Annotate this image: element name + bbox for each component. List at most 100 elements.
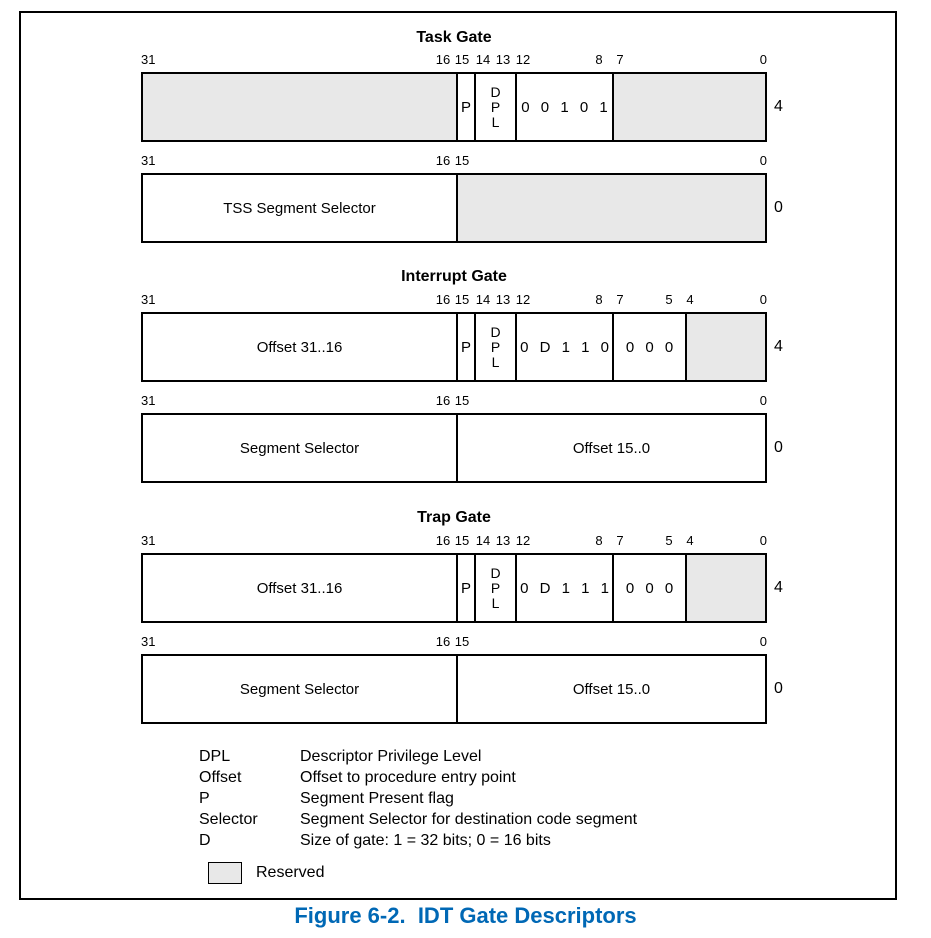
stacked-letter: L xyxy=(491,353,500,370)
reserved-key-label: Reserved xyxy=(256,864,325,881)
bit-field-cell: 0 D 1 1 0 xyxy=(515,314,612,380)
bit-index-label: 14 xyxy=(475,292,491,307)
reserved-field-cell xyxy=(143,74,456,140)
bit-index-label: 15 xyxy=(454,52,470,67)
bit-field-cell: 0 0 0 xyxy=(612,314,685,380)
bit-index-label: 12 xyxy=(515,292,531,307)
legend-row: P Segment Present flag xyxy=(199,788,637,809)
stacked-letter: L xyxy=(491,113,500,130)
bit-index-label: 12 xyxy=(515,52,531,67)
byte-offset-label: 4 xyxy=(774,338,783,355)
gate-title: Interrupt Gate xyxy=(401,268,507,285)
stacked-letter: P xyxy=(490,98,501,115)
bit-field-cell: Offset 15..0 xyxy=(456,656,765,722)
legend-term: D xyxy=(199,832,211,849)
stacked-letter: D xyxy=(490,323,501,340)
bit-index-label: 16 xyxy=(435,52,451,67)
gate-title: Trap Gate xyxy=(417,509,491,526)
legend-term: Selector xyxy=(199,811,258,828)
bit-field-cell: Offset 31..16 xyxy=(256,338,343,356)
bit-index-label: 16 xyxy=(435,533,451,548)
reserved-field-cell xyxy=(685,314,765,380)
bit-field-cell: Segment Selector xyxy=(239,680,360,698)
reserved-swatch xyxy=(208,862,242,884)
bit-index-label: 8 xyxy=(595,52,603,67)
reserved-field-cell xyxy=(456,175,765,241)
bit-field-cell: P xyxy=(456,74,474,140)
bit-index-label: 15 xyxy=(454,393,470,408)
legend-definition: Descriptor Privilege Level xyxy=(300,748,482,765)
legend-row: Selector Segment Selector for destination… xyxy=(199,809,637,830)
bit-index-label: 13 xyxy=(495,292,511,307)
reserved-field-cell xyxy=(685,555,765,621)
legend-term: DPL xyxy=(199,748,231,765)
bit-index-label: 15 xyxy=(454,153,470,168)
figure-caption: Figure 6-2. IDT Gate Descriptors xyxy=(294,903,637,928)
bit-index-label: 5 xyxy=(665,533,673,548)
bit-index-label: 0 xyxy=(759,393,767,408)
bit-field-cell: P xyxy=(456,555,474,621)
bit-index-label: 0 xyxy=(759,533,767,548)
bit-index-label: 8 xyxy=(595,292,603,307)
legend-term: P xyxy=(199,790,210,807)
bit-index-label: 13 xyxy=(495,52,511,67)
bit-index-label: 31 xyxy=(141,634,156,649)
descriptor-dword-row: Segment Selector Offset 15..0 xyxy=(141,654,767,724)
legend-term: Offset xyxy=(199,769,242,786)
bit-index-label: 16 xyxy=(435,634,451,649)
bit-index-label: 14 xyxy=(475,533,491,548)
bit-index-label: 31 xyxy=(141,153,156,168)
legend-definition: Size of gate: 1 = 32 bits; 0 = 16 bits xyxy=(300,832,551,849)
legend-definition: Segment Present flag xyxy=(300,790,454,807)
stacked-letter: D xyxy=(490,83,501,100)
stacked-letter: P xyxy=(490,338,501,355)
bit-index-label: 13 xyxy=(495,533,511,548)
gate-title: Task Gate xyxy=(416,29,492,46)
bit-index-label: 7 xyxy=(616,52,624,67)
byte-offset-label: 0 xyxy=(774,199,783,216)
bit-index-label: 12 xyxy=(515,533,531,548)
bit-field-cell: P xyxy=(456,314,474,380)
bit-index-label: 4 xyxy=(686,292,694,307)
bit-index-label: 16 xyxy=(435,153,451,168)
bit-index-label: 31 xyxy=(141,533,156,548)
bit-index-label: 31 xyxy=(141,393,156,408)
reserved-field-cell xyxy=(612,74,765,140)
bit-field-cell: TSS Segment Selector xyxy=(223,199,376,217)
byte-offset-label: 0 xyxy=(774,439,783,456)
bit-index-label: 0 xyxy=(759,634,767,649)
bit-field-cell: 0 D 1 1 1 xyxy=(515,555,612,621)
legend-row: Offset Offset to procedure entry point xyxy=(199,767,637,788)
bit-index-label: 7 xyxy=(616,292,624,307)
bit-field-cell: 0 0 0 xyxy=(612,555,685,621)
bit-index-label: 0 xyxy=(759,292,767,307)
bit-index-label: 4 xyxy=(686,533,694,548)
legend-definition: Segment Selector for destination code se… xyxy=(300,811,638,828)
legend-row: DPL Descriptor Privilege Level xyxy=(199,746,637,767)
bit-index-label: 0 xyxy=(759,153,767,168)
stacked-letter: P xyxy=(490,579,501,596)
descriptor-dword-row: TSS Segment Selector xyxy=(141,173,767,243)
bit-index-label: 15 xyxy=(454,634,470,649)
bit-field-cell: Offset 31..16 xyxy=(256,579,343,597)
bit-index-label: 7 xyxy=(616,533,624,548)
bit-index-label: 15 xyxy=(454,533,470,548)
legend-row: D Size of gate: 1 = 32 bits; 0 = 16 bits xyxy=(199,830,637,851)
bit-index-label: 31 xyxy=(141,52,156,67)
bit-field-cell: Offset 15..0 xyxy=(456,415,765,481)
byte-offset-label: 4 xyxy=(774,579,783,596)
bit-index-label: 31 xyxy=(141,292,156,307)
bit-index-label: 0 xyxy=(759,52,767,67)
stacked-letter: L xyxy=(491,594,500,611)
reserved-key: Reserved xyxy=(208,861,324,885)
legend-definition: Offset to procedure entry point xyxy=(300,769,516,786)
